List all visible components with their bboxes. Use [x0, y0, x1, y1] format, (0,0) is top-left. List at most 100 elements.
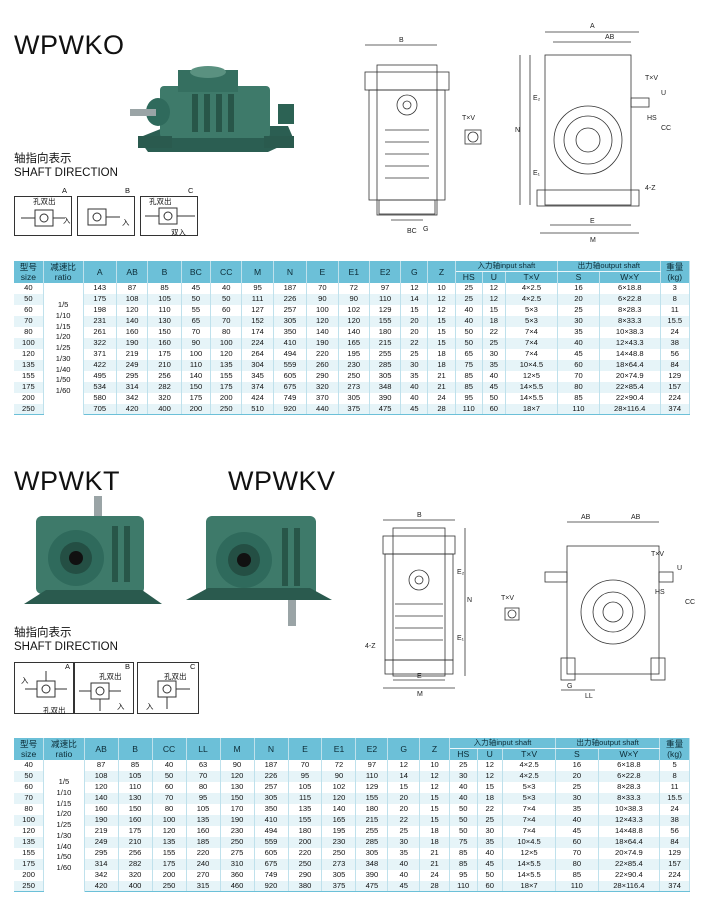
cell-size: 155	[14, 370, 44, 382]
cell-size: 135	[14, 359, 44, 371]
header-input-col: T×V	[502, 748, 557, 760]
table-cell: 25	[477, 814, 504, 826]
cell-size: 175	[14, 858, 45, 870]
table-cell: 400	[118, 880, 153, 892]
table-cell: 50	[210, 293, 243, 305]
table-cell: 226	[273, 293, 308, 305]
dim-label-ab-left: AB	[581, 514, 591, 521]
direction-text: 入	[63, 216, 71, 225]
table-cell: 920	[273, 403, 308, 415]
table-cell: 165	[321, 814, 357, 826]
ratio-value: 1/15	[55, 321, 71, 331]
table-cell: 220	[306, 348, 339, 360]
table-cell: 35	[482, 359, 506, 371]
direction-text: 孔双出	[164, 672, 187, 681]
section2-title-wpwkv: WPWKV	[228, 466, 336, 496]
table-cell: 21	[427, 370, 456, 382]
table-cell: 63	[186, 759, 221, 771]
header-col-ab: AB	[84, 738, 119, 760]
table-cell: 135	[186, 814, 221, 826]
cell-size: 80	[14, 326, 44, 338]
header-weight: 重量(kg)	[660, 261, 691, 283]
table-cell: 140	[306, 326, 339, 338]
table-cell: 14×5.5	[502, 869, 557, 881]
table-cell: 25	[482, 337, 506, 349]
table-cell: 261	[83, 326, 117, 338]
section1-title: WPWKO	[14, 30, 125, 60]
table-cell: 175	[118, 825, 153, 837]
cell-size: 200	[14, 392, 44, 404]
table-cell: 260	[306, 359, 339, 371]
table-cell: 240	[186, 858, 221, 870]
table-cell: 18	[427, 348, 456, 360]
cell-size: 120	[14, 348, 44, 360]
table-cell: 12	[427, 293, 456, 305]
table-cell: 285	[369, 359, 402, 371]
table-cell: 160	[84, 803, 119, 815]
table-cell: 749	[273, 392, 308, 404]
table-cell: 15.5	[660, 315, 691, 327]
table-cell: 4×2.5	[502, 770, 557, 782]
table-cell: 250	[338, 370, 370, 382]
ratio-value: 1/20	[56, 809, 72, 819]
table-cell: 50	[455, 337, 483, 349]
table-cell: 70	[306, 282, 339, 294]
direction-box-a: A 入 孔双出	[14, 662, 74, 715]
dim-label-b: B	[399, 37, 404, 44]
table-cell: 45	[555, 825, 599, 837]
table-cell: 157	[660, 381, 691, 393]
dim-label-n: N	[467, 597, 472, 604]
header-output-shaft: 出力轴output shaft	[557, 261, 661, 272]
table-cell: 22	[477, 803, 504, 815]
cell-size: 40	[14, 759, 45, 771]
table-cell: 140	[116, 315, 149, 327]
table-cell: 15	[427, 326, 456, 338]
table-cell: 190	[116, 337, 149, 349]
table-cell: 350	[273, 326, 308, 338]
table-cell: 15	[400, 304, 429, 316]
header-weight-unit: (kg)	[667, 748, 682, 759]
ratio-value: 1/60	[55, 386, 71, 396]
dim-label-u: U	[661, 90, 666, 97]
header-ratio-cn: 减速比	[51, 738, 77, 749]
table-cell: 105	[186, 803, 221, 815]
header-col-g: G	[400, 261, 429, 283]
ratio-value: 1/20	[55, 332, 71, 342]
header-col-b: B	[118, 738, 153, 760]
table-cell: 35	[477, 836, 504, 848]
table-cell: 224	[660, 392, 691, 404]
table-cell: 220	[288, 847, 323, 859]
table-cell: 15	[419, 814, 450, 826]
table-cell: 135	[288, 803, 323, 815]
cell-size: 100	[14, 814, 45, 826]
table-cell: 215	[369, 337, 402, 349]
table-cell: 40	[482, 370, 506, 382]
table-cell: 45	[387, 880, 421, 892]
table-cell: 375	[321, 880, 357, 892]
cell-size: 60	[14, 304, 44, 316]
table-cell: 56	[660, 348, 691, 360]
shaft-direction-cn: 轴指向表示	[14, 627, 72, 639]
header-ratio-en: ratio	[55, 748, 73, 759]
table-cell: 175	[83, 293, 117, 305]
table-cell: 15.5	[659, 792, 690, 804]
ratio-value: 1/40	[56, 841, 72, 851]
table-cell: 305	[338, 392, 370, 404]
table-cell: 22	[400, 337, 429, 349]
table-cell: 224	[241, 337, 274, 349]
table-cell: 7×4	[505, 337, 559, 349]
table-cell: 28×116.4	[598, 880, 661, 892]
table-cell: 50	[477, 869, 504, 881]
table-cell: 38	[660, 337, 691, 349]
table-cell: 7×4	[502, 803, 557, 815]
table-cell: 120	[321, 792, 357, 804]
table-cell: 100	[210, 337, 243, 349]
section2-title-wpwkt: WPWKT	[14, 466, 120, 496]
table-cell: 120	[338, 315, 370, 327]
ratio-value: 1/50	[55, 375, 71, 385]
shaft-direction-cn: 轴指向表示	[14, 153, 72, 165]
table-cell: 85	[449, 847, 478, 859]
